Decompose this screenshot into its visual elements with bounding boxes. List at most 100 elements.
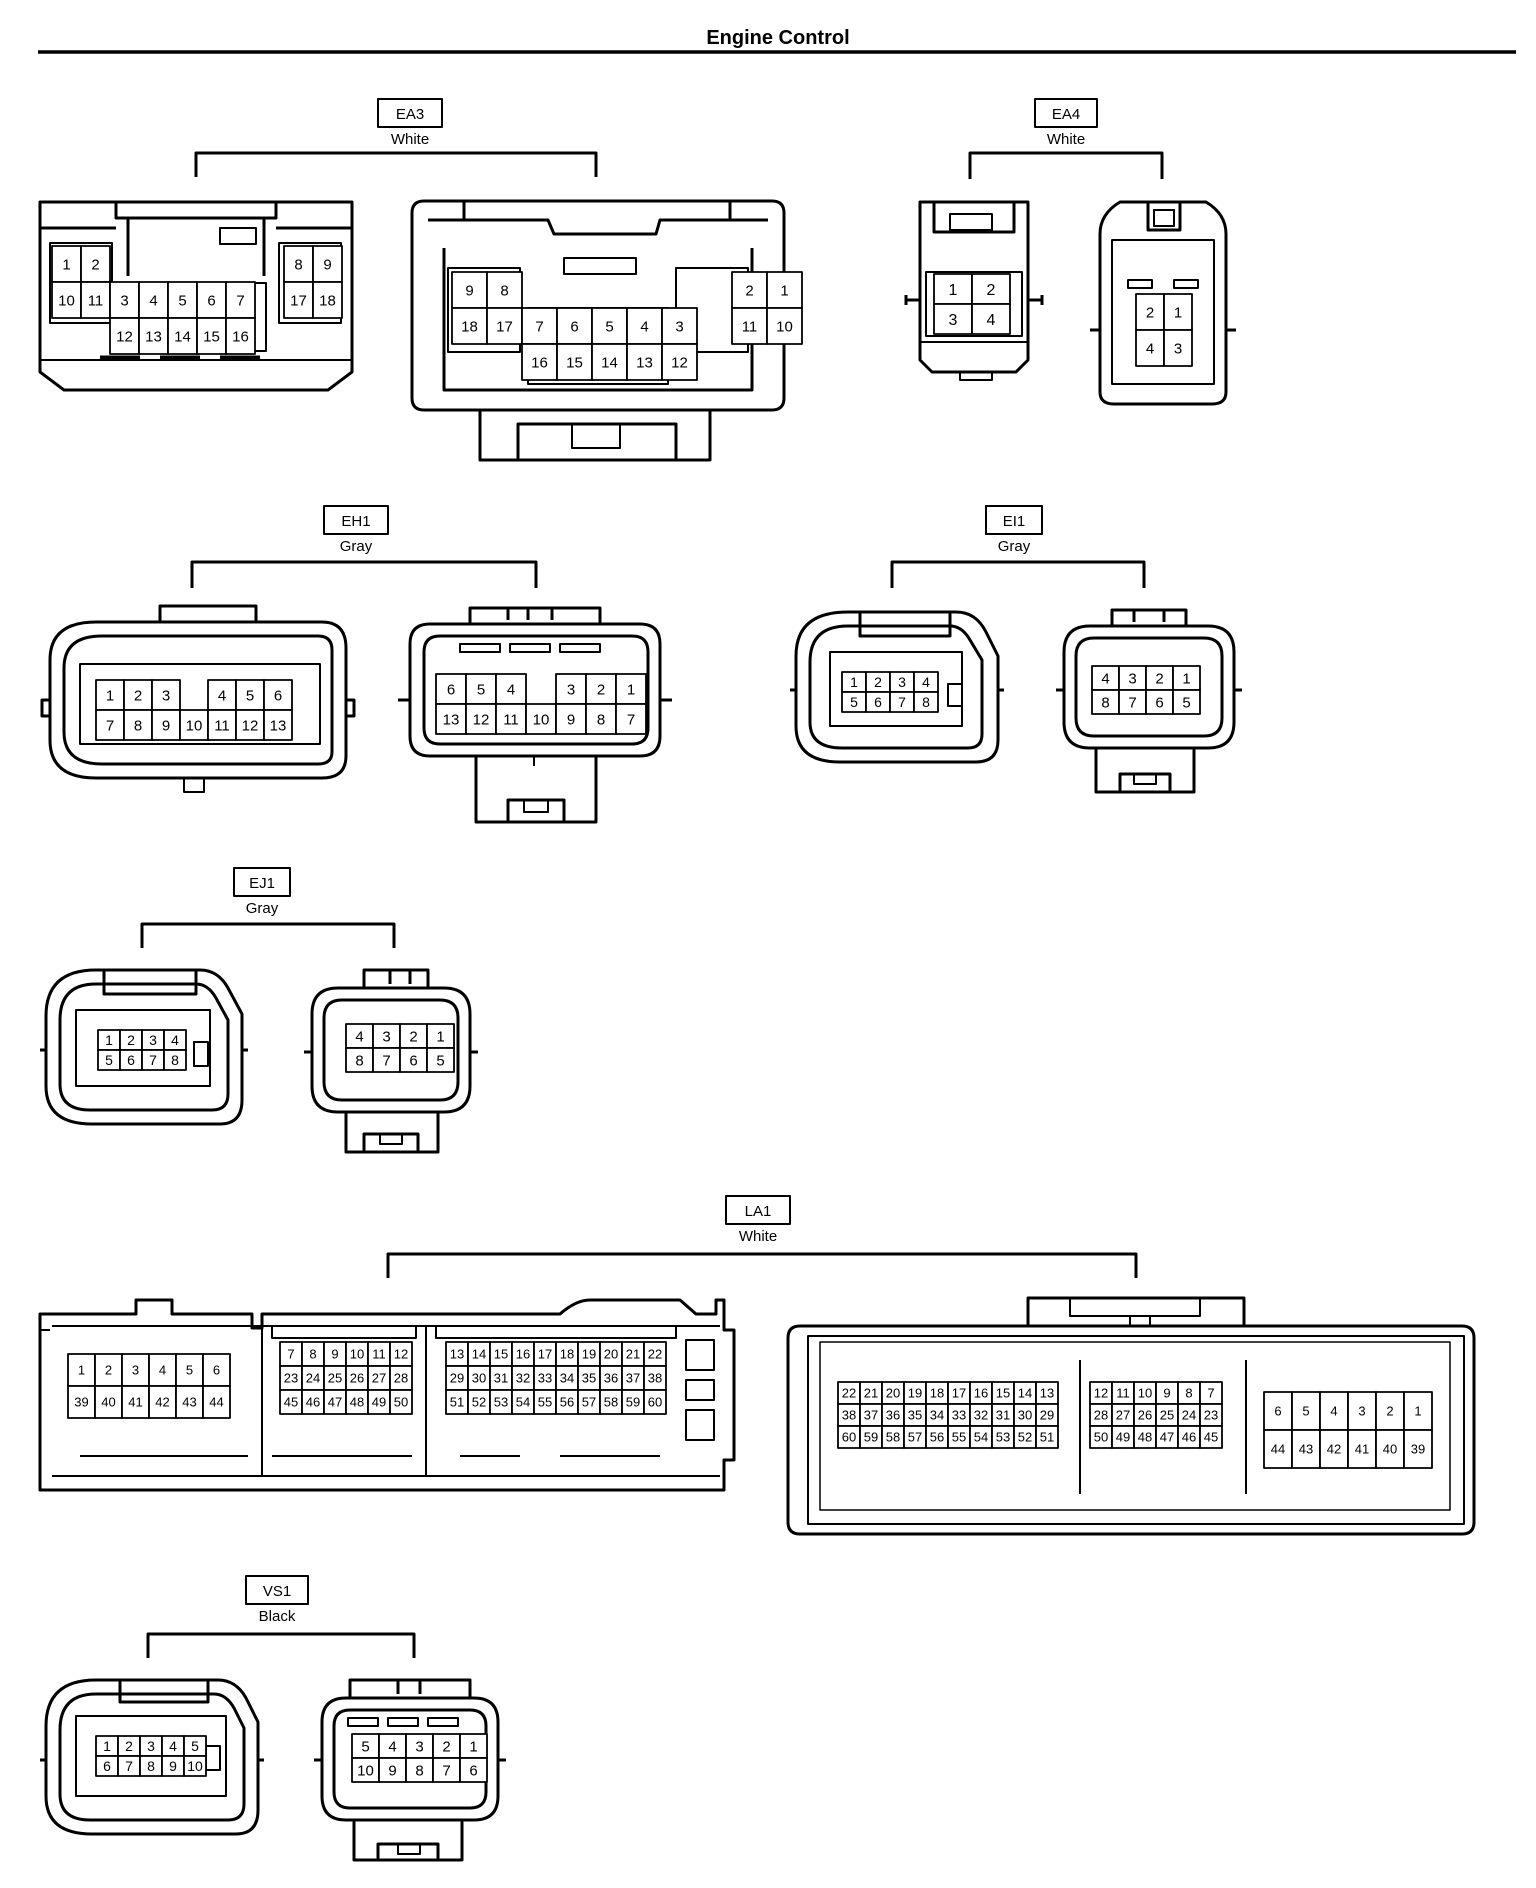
- pin-number: 12: [116, 328, 133, 345]
- ej1-view-left: [40, 968, 248, 1126]
- pin-number: 11: [88, 292, 104, 309]
- pin-number: 9: [465, 282, 473, 299]
- pin-number: 5: [191, 1738, 199, 1754]
- pin-number: 5: [246, 687, 254, 704]
- pin-number: 46: [1182, 1430, 1196, 1445]
- pin-number: 7: [627, 711, 635, 728]
- pin-number: 32: [516, 1371, 530, 1386]
- pin-cell: [459, 1757, 488, 1783]
- pin-number: 3: [149, 1032, 157, 1048]
- pin-cell: [643, 1389, 667, 1415]
- pin-cell: [591, 307, 628, 345]
- connector-bracket: [386, 1252, 1138, 1278]
- pin-number: 8: [309, 1347, 316, 1362]
- pin-cell: [121, 1385, 150, 1419]
- vs1-view-left: [40, 1678, 264, 1836]
- pin-number: 10: [533, 711, 550, 728]
- pin-number: 9: [388, 1762, 396, 1779]
- pin-number: 24: [1182, 1408, 1196, 1423]
- connector-ej1: EJ1 Gray: [40, 867, 478, 1154]
- connector-color: White: [1047, 131, 1085, 148]
- pin-number: 38: [842, 1408, 856, 1423]
- pin-number: 6: [103, 1758, 111, 1774]
- pin-number: 23: [284, 1371, 298, 1386]
- pin-cell: [378, 1733, 407, 1759]
- pin-number: 12: [473, 711, 490, 728]
- connector-id-box: [377, 98, 443, 128]
- connector-vs1: VS1 Black: [40, 1575, 506, 1862]
- pin-number: 35: [582, 1371, 596, 1386]
- pin-number: 22: [842, 1386, 856, 1401]
- pin-cell: [1403, 1429, 1433, 1469]
- pin-cell: [1163, 329, 1193, 367]
- pin-cell: [51, 245, 82, 283]
- pin-number: 2: [105, 1363, 112, 1378]
- pin-number: 4: [1146, 340, 1154, 357]
- pin-number: 12: [1094, 1386, 1108, 1401]
- pin-number: 4: [1101, 670, 1109, 687]
- ea3-view-right: [410, 199, 786, 462]
- pin-number: 7: [1207, 1386, 1214, 1401]
- pin-number: 1: [780, 282, 788, 299]
- pin-number: 8: [1101, 694, 1109, 711]
- pin-number: 59: [626, 1395, 640, 1410]
- pin-number: 10: [186, 717, 203, 734]
- connector-color: White: [739, 1228, 777, 1245]
- pin-number: 56: [930, 1430, 944, 1445]
- pin-cell: [1375, 1429, 1405, 1469]
- pin-number: 25: [1160, 1408, 1174, 1423]
- pin-number: 5: [361, 1738, 369, 1755]
- connector-id: EJ1: [249, 875, 275, 892]
- pin-number: 9: [162, 717, 170, 734]
- pin-number: 22: [648, 1347, 662, 1362]
- pin-number: 5: [105, 1052, 113, 1068]
- pin-number: 17: [952, 1386, 966, 1401]
- la1-view-left: [38, 1298, 736, 1492]
- pin-number: 3: [120, 292, 128, 309]
- connector-la1: LA1 White: [38, 1195, 1476, 1536]
- pin-number: 13: [145, 328, 162, 345]
- pin-number: 41: [128, 1395, 142, 1410]
- pin-number: 10: [357, 1762, 374, 1779]
- pin-cell: [405, 1733, 434, 1759]
- pin-number: 31: [996, 1408, 1010, 1423]
- pin-cell: [1263, 1391, 1293, 1431]
- pin-cell: [95, 709, 125, 741]
- pin-number: 7: [535, 318, 543, 335]
- pin-number: 1: [103, 1738, 111, 1754]
- pin-number: 7: [106, 717, 114, 734]
- pin-number: 50: [1094, 1430, 1108, 1445]
- pin-cell: [731, 307, 768, 345]
- connector-id: VS1: [263, 1583, 291, 1600]
- pin-number: 15: [566, 354, 583, 371]
- connector-color: Gray: [340, 538, 373, 555]
- connector-id: LA1: [745, 1203, 772, 1220]
- pin-number: 52: [472, 1395, 486, 1410]
- pin-cell: [1291, 1391, 1321, 1431]
- pin-number: 8: [355, 1052, 363, 1069]
- pin-number: 16: [974, 1386, 988, 1401]
- pin-number: 5: [178, 292, 186, 309]
- pin-cell: [312, 281, 343, 319]
- pin-number: 8: [922, 694, 930, 710]
- pin-number: 26: [1138, 1408, 1152, 1423]
- pin-number: 11: [742, 318, 758, 335]
- ei1-view-left: [790, 610, 1004, 764]
- pin-number: 5: [1302, 1404, 1309, 1419]
- pin-number: 17: [290, 292, 307, 309]
- pin-number: 39: [74, 1395, 88, 1410]
- pin-number: 2: [91, 256, 99, 273]
- pin-cell: [405, 1757, 434, 1783]
- pin-number: 1: [627, 681, 635, 698]
- connector-id-box: [1034, 98, 1098, 128]
- pin-cell: [971, 273, 1011, 305]
- pin-number: 48: [1138, 1430, 1152, 1445]
- pin-number: 8: [171, 1052, 179, 1068]
- pin-number: 40: [101, 1395, 115, 1410]
